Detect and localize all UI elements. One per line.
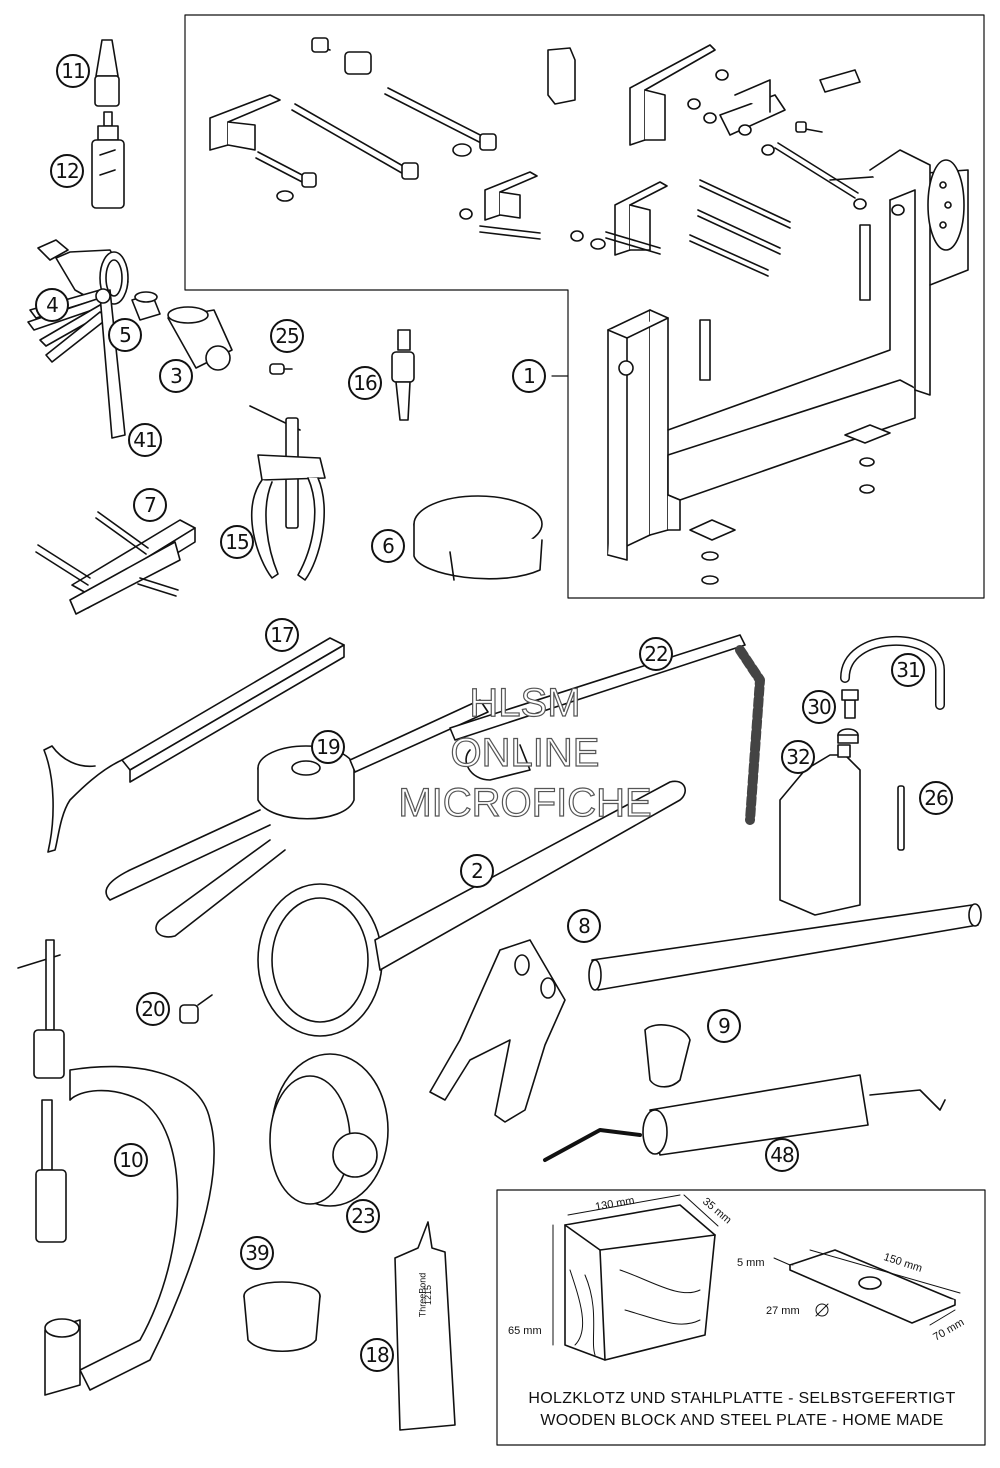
holding-wrench [43,637,345,853]
callout-19[interactable]: 19 [311,730,345,764]
callout-39[interactable]: 39 [240,1236,274,1270]
wooden-block [564,1204,716,1361]
watermark-line-3: MICROFICHE [398,781,653,825]
callout-26[interactable]: 26 [919,781,953,815]
sleeve [131,291,161,321]
valve-spring-compressor [17,939,215,1396]
callout-18[interactable]: 18 [360,1338,394,1372]
callout-23[interactable]: 23 [346,1199,380,1233]
press-sleeve [167,306,233,371]
stand-brackets [209,44,861,256]
callout-9[interactable]: 9 [707,1009,741,1043]
callout-5[interactable]: 5 [108,318,142,352]
oil-bottle [779,744,861,916]
flywheel-puller [35,511,196,615]
clutch-holder [105,699,489,938]
callout-41[interactable]: 41 [128,423,162,457]
inset-caption-german: HOLZKLOTZ UND STAHLPLATTE - SELBSTGEFERT… [528,1390,956,1407]
piston-ring-compressor [413,495,543,581]
socket-cup [243,1281,321,1353]
valve-insert [269,363,293,375]
wrench-adapter [644,1024,691,1088]
engine-stand-group-frame [184,14,985,599]
callout-17[interactable]: 17 [265,618,299,652]
inset-frame [496,1189,986,1446]
watermark-line-1: HLSM [469,681,581,725]
callout-7[interactable]: 7 [133,488,167,522]
callout-32[interactable]: 32 [781,740,815,774]
callout-16[interactable]: 16 [348,366,382,400]
callout-31[interactable]: 31 [891,653,925,687]
steel-plate [789,1249,956,1324]
hose [840,636,945,710]
loctite-bottle [91,111,125,209]
callout-1[interactable]: 1 [512,359,546,393]
dim-5mm: 5 mm [737,1257,765,1269]
tube [588,903,982,991]
pin [897,785,905,851]
callout-8[interactable]: 8 [567,909,601,943]
grease-gun [543,1074,946,1162]
hex-key-set [27,288,126,439]
callout-3[interactable]: 3 [159,359,193,393]
cap [837,728,859,744]
callout-2[interactable]: 2 [460,854,494,888]
callout-25[interactable]: 25 [270,319,304,353]
sealant-tube [394,1221,456,1431]
watermark-line-2: ONLINE [450,731,600,775]
slide-hammer [391,329,415,421]
callout-12[interactable]: 12 [50,154,84,188]
tube-code-label: 1215 [423,1284,434,1306]
two-jaw-puller [249,405,326,581]
bleed-nipple [841,689,859,719]
dimension-lines [552,1194,961,1346]
dim-27mm: 27 mm [766,1305,800,1317]
callout-10[interactable]: 10 [114,1143,148,1177]
bearing-puller [37,239,129,305]
clutch-basket-holder [257,780,686,1037]
callout-20[interactable]: 20 [136,992,170,1026]
dim-65mm: 65 mm [508,1325,542,1337]
engine-bracket [429,939,566,1123]
adapter-bolt [179,994,213,1024]
callout-6[interactable]: 6 [371,529,405,563]
callout-48[interactable]: 48 [765,1138,799,1172]
engine-stand [607,149,969,585]
callout-30[interactable]: 30 [802,690,836,724]
callout-22[interactable]: 22 [639,637,673,671]
callout-15[interactable]: 15 [220,525,254,559]
inset-caption-english: WOODEN BLOCK AND STEEL PLATE - HOME MADE [540,1412,944,1429]
stand-bolts [255,37,905,277]
callout-11[interactable]: 11 [56,54,90,88]
loctite-small-bottle [94,39,120,107]
callout-4[interactable]: 4 [35,288,69,322]
rotor-puller-disc [269,1053,389,1207]
